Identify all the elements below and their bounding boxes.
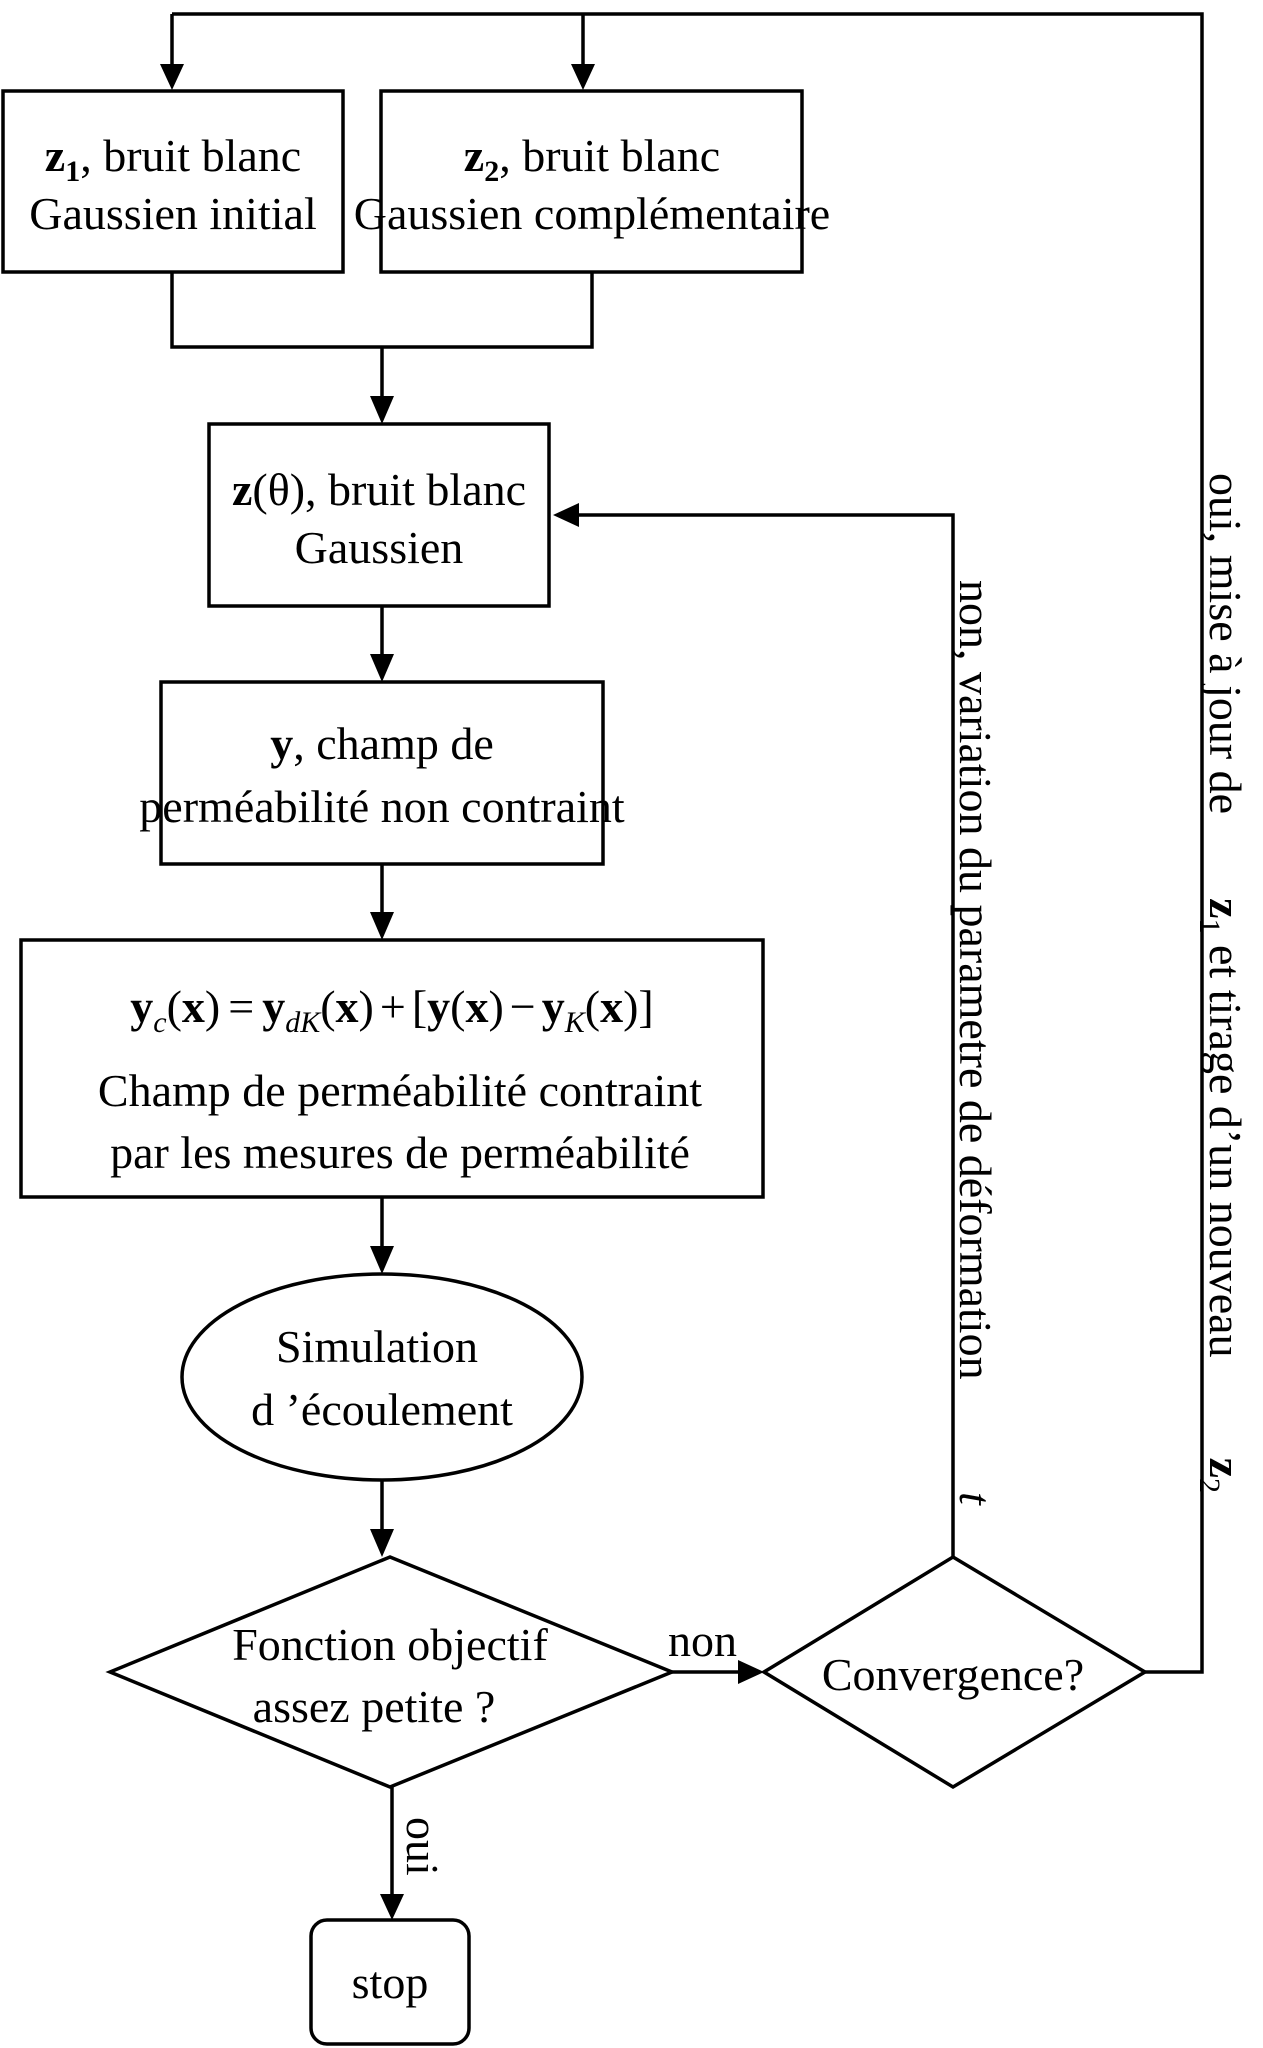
z1-box: z1, bruit blanc Gaussien initial — [1, 89, 345, 274]
objective-line1: Fonction objectif — [232, 1619, 548, 1670]
label-oui: oui — [397, 1817, 448, 1876]
z2-symbol: z — [464, 130, 484, 181]
svg-text:z(θ), bruit blanc: z(θ), bruit blanc — [232, 464, 526, 515]
top-feedback-line — [172, 12, 1204, 1674]
z1-symbol: z — [45, 130, 65, 181]
stop-box: stop — [309, 1918, 471, 2046]
convergence-label: Convergence? — [822, 1649, 1084, 1700]
edge-labels: non oui non, variation du parametre de d… — [397, 473, 1251, 1876]
arrow-to-ztheta-head — [370, 396, 394, 424]
y-box: y, champ de perméabilité non contraint — [139, 680, 625, 866]
arrow-to-z2-head — [571, 64, 595, 90]
arrow-to-objective-head — [370, 1529, 394, 1557]
ztheta-symbol: z — [232, 464, 252, 515]
z1-line2: Gaussien initial — [29, 188, 316, 239]
yc-formula: yc(x)=ydK(x)+[y(x)−yK(x)] — [130, 981, 654, 1039]
simulation-line1: Simulation — [276, 1321, 478, 1372]
yc-box: yc(x)=ydK(x)+[y(x)−yK(x)] Champ de permé… — [19, 938, 765, 1199]
stop-label: stop — [352, 1957, 429, 2008]
ztheta-line1: (θ), bruit blanc — [252, 464, 526, 515]
z2-subscript: 2 — [484, 155, 499, 188]
feedback-variation-line — [575, 513, 955, 1557]
z2-box: z2, bruit blanc Gaussien complémentaire — [354, 89, 830, 274]
feedback-variation-head — [553, 503, 579, 527]
merge-line — [170, 272, 594, 349]
z2-line1: , bruit blanc — [499, 130, 720, 181]
objective-line2: assez petite ? — [253, 1681, 496, 1732]
simulation-line2: d ’écoulement — [251, 1384, 513, 1435]
arrow-to-simulation-head — [370, 1246, 394, 1274]
z1-subscript: 1 — [65, 155, 80, 188]
z2-line2: Gaussien complémentaire — [354, 188, 830, 239]
simulation-ellipse: Simulation d ’écoulement — [180, 1272, 584, 1482]
arrow-to-y-head — [370, 654, 394, 682]
yc-line2: Champ de perméabilité contraint — [98, 1065, 702, 1116]
arrow-to-yc-head — [370, 912, 394, 940]
svg-text:z2, bruit blanc: z2, bruit blanc — [464, 130, 720, 188]
label-oui-update: oui, mise à jour dez1 et tirage d’un nou… — [1193, 473, 1251, 1493]
arrow-to-convergence-head — [738, 1660, 764, 1684]
label-non: non — [668, 1615, 737, 1666]
label-non-variation: non, variation du parametre de déformati… — [950, 580, 1001, 1380]
label-t: t — [950, 1492, 1001, 1506]
yc-line3: par les mesures de perméabilité — [110, 1127, 690, 1178]
arrow-to-z1-head — [160, 64, 184, 90]
y-line2: perméabilité non contraint — [139, 781, 625, 832]
y-symbol: y — [270, 718, 293, 769]
connectors — [160, 12, 1204, 1920]
y-line1: , champ de — [293, 718, 494, 769]
z-theta-box: z(θ), bruit blanc Gaussien — [207, 422, 551, 608]
z1-line1: , bruit blanc — [80, 130, 301, 181]
objective-diamond: Fonction objectif assez petite ? — [105, 1555, 677, 1789]
svg-text:z1, bruit blanc: z1, bruit blanc — [45, 130, 301, 188]
convergence-diamond: Convergence? — [760, 1554, 1149, 1790]
svg-text:y, champ de: y, champ de — [270, 718, 494, 769]
ztheta-line2: Gaussien — [295, 522, 464, 573]
arrow-to-stop-head — [380, 1894, 404, 1920]
